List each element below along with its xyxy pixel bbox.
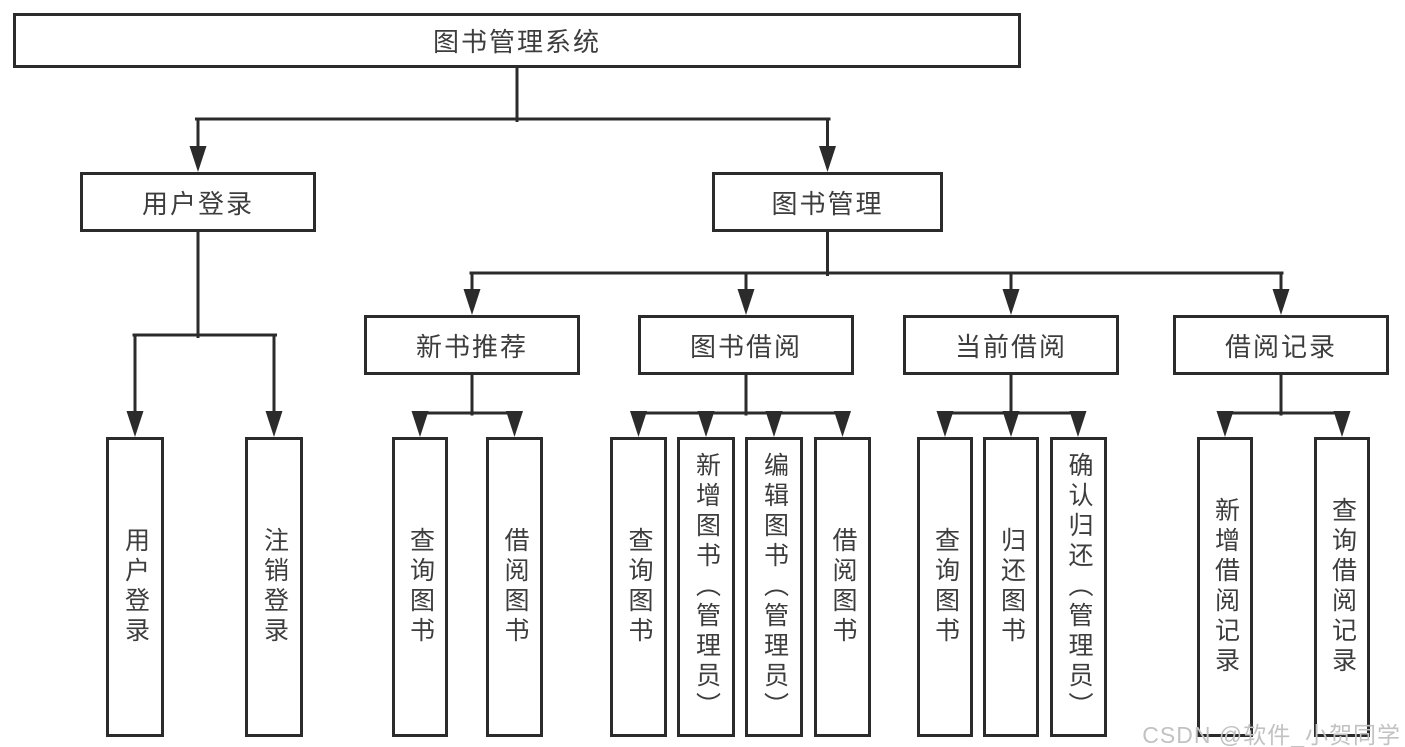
watermark: CSDN @软件_小贺同学 bbox=[1142, 722, 1401, 747]
leaf-query-books-current: 查询图书 bbox=[917, 437, 973, 737]
node-label: 用户登录 bbox=[121, 527, 150, 647]
node-new-book-recommendation: 新书推荐 bbox=[364, 315, 580, 375]
leaf-query-borrow-record: 查询借阅记录 bbox=[1314, 437, 1370, 737]
node-user-login: 用户登录 bbox=[80, 172, 316, 232]
node-label: 查询图书 bbox=[625, 527, 653, 647]
arrowheads bbox=[126, 146, 1351, 437]
node-label: 编辑图书（管理员） bbox=[760, 452, 789, 722]
node-label: 用户登录 bbox=[141, 188, 254, 219]
leaf-add-borrow-record: 新增借阅记录 bbox=[1197, 437, 1253, 737]
node-label: 新书推荐 bbox=[415, 331, 528, 362]
leaf-confirm-return-admin: 确认归还（管理员） bbox=[1050, 437, 1107, 737]
node-label: 确认归还（管理员） bbox=[1065, 452, 1093, 722]
node-label: 图书管理 bbox=[771, 188, 884, 219]
leaf-borrow-books: 借阅图书 bbox=[814, 437, 871, 737]
node-label: 查询图书 bbox=[406, 527, 435, 647]
node-library-management-system: 图书管理系统 bbox=[13, 13, 1021, 68]
node-label: 当前借阅 bbox=[954, 331, 1067, 362]
leaf-logout: 注销登录 bbox=[245, 437, 303, 737]
node-label: 归还图书 bbox=[997, 527, 1026, 647]
node-book-management: 图书管理 bbox=[712, 172, 943, 232]
node-label: 查询借阅记录 bbox=[1328, 497, 1357, 677]
node-label: 新增图书（管理员） bbox=[692, 452, 721, 722]
leaf-user-login: 用户登录 bbox=[106, 437, 164, 737]
node-label: 图书管理系统 bbox=[432, 27, 601, 57]
leaf-borrow-books-recommend: 借阅图书 bbox=[486, 437, 543, 737]
node-book-borrowing: 图书借阅 bbox=[638, 315, 854, 375]
leaf-return-book: 归还图书 bbox=[983, 437, 1039, 737]
node-label: 新增借阅记录 bbox=[1211, 497, 1240, 677]
node-label: 借阅图书 bbox=[501, 527, 529, 647]
node-label: 注销登录 bbox=[260, 527, 289, 647]
leaf-query-books-recommend: 查询图书 bbox=[392, 437, 448, 737]
node-label: 查询图书 bbox=[931, 527, 960, 647]
node-label: 图书借阅 bbox=[689, 331, 802, 362]
leaf-edit-book-admin: 编辑图书（管理员） bbox=[745, 437, 803, 737]
leaf-add-book-admin: 新增图书（管理员） bbox=[677, 437, 735, 737]
node-label: 借阅记录 bbox=[1224, 331, 1337, 362]
node-current-borrowing: 当前借阅 bbox=[903, 315, 1119, 375]
node-borrowing-records: 借阅记录 bbox=[1173, 315, 1389, 375]
leaf-query-books-borrow: 查询图书 bbox=[610, 437, 667, 737]
node-label: 借阅图书 bbox=[829, 527, 857, 647]
